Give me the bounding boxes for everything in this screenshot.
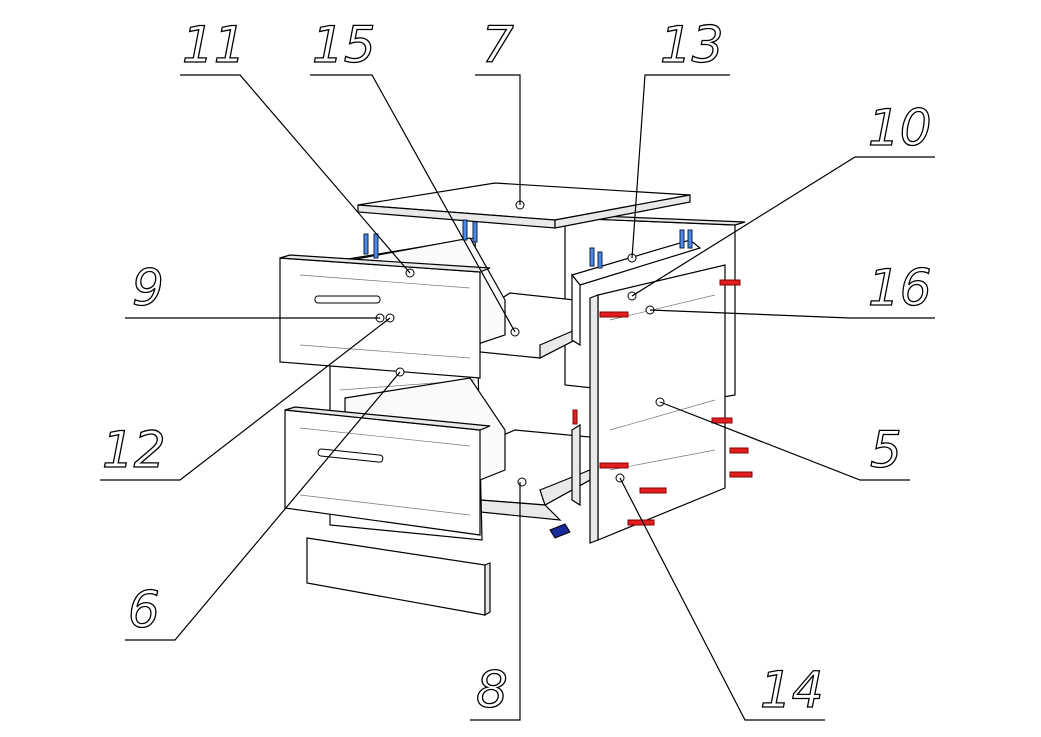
callout-14: 14 [760,661,824,719]
upper-drawer-handle [314,295,381,304]
blue-fasteners [363,219,693,269]
clip-icon [549,523,571,539]
callout-7: 7 [482,16,514,74]
upper-drawer [279,237,506,379]
callout-6: 6 [128,581,160,639]
callout-16: 16 [868,259,932,317]
callout-10: 10 [868,99,932,157]
callout-5: 5 [870,421,902,479]
right-lower-rail [571,423,581,507]
callout-15: 15 [312,16,376,74]
callout-9: 9 [132,259,164,317]
top-panel [357,182,691,229]
lower-drawer-handle [317,448,384,463]
callout-12: 12 [102,421,166,479]
leader-lines [100,74,935,721]
callout-8: 8 [476,661,508,719]
red-fasteners [572,279,753,526]
lower-drawer [284,377,506,536]
callout-points [375,200,665,487]
plinth-panel [306,537,491,617]
callout-11: 11 [182,16,246,74]
right-upper-drawer-box [570,239,702,347]
callout-13: 13 [660,16,724,74]
